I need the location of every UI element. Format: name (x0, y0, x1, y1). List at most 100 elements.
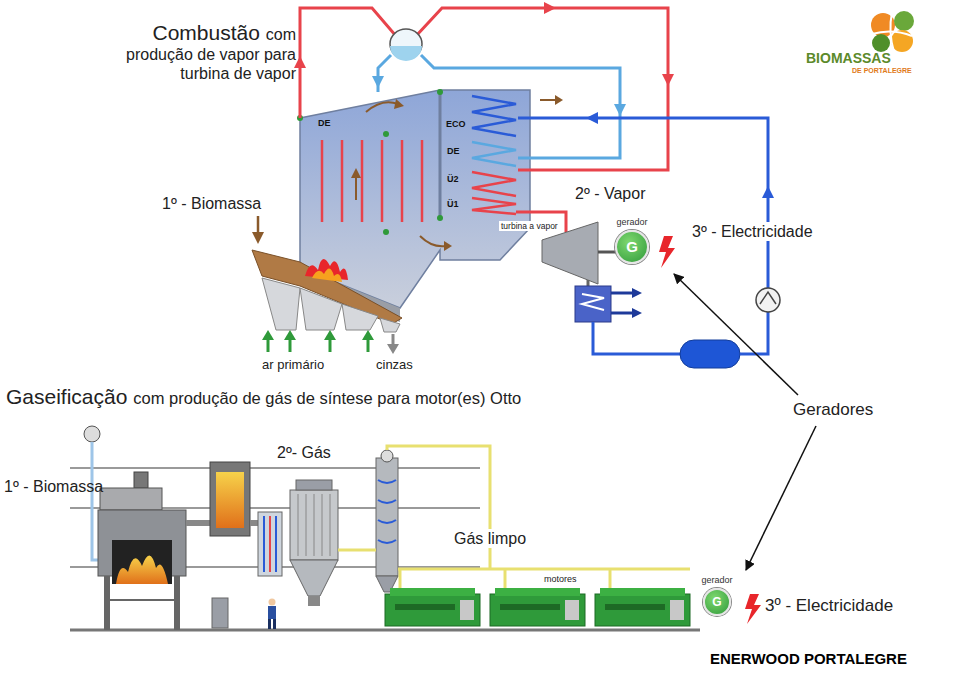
gasification-plant (84, 426, 100, 442)
logo-text: BIOMASSAS (806, 50, 891, 67)
turbine-cycle (587, 280, 590, 286)
grate (329, 338, 332, 352)
generator-circle: G (615, 230, 649, 264)
boiler (439, 90, 442, 218)
step-label: 2º- Gás (277, 443, 331, 462)
generator-circle: G (703, 588, 731, 616)
turbine-cycle (756, 288, 780, 312)
gasification-plant (134, 472, 148, 488)
gasification-plant (186, 520, 210, 526)
gasification-plant (298, 494, 330, 556)
turbine-cycle (611, 292, 634, 295)
step-label: 3º - Electricidade (765, 596, 893, 616)
part-label: DE (318, 118, 331, 129)
gasification-plant (306, 494, 307, 556)
gasification-plant (390, 588, 475, 596)
turbine-cycle (760, 292, 776, 304)
boiler (381, 140, 384, 222)
gasification-plant (104, 599, 180, 601)
boiler (444, 241, 452, 251)
grate (268, 338, 368, 352)
part-label: cinzas (376, 357, 413, 373)
step-label: 3º - Electricidade (690, 222, 815, 241)
gasification-plant (104, 576, 110, 630)
boiler (472, 198, 516, 214)
turbine-cycle (632, 288, 642, 298)
leader-arrow (674, 274, 798, 395)
logo (890, 12, 894, 52)
boiler (394, 99, 404, 109)
boiler (540, 99, 556, 101)
steam-drum (390, 46, 422, 61)
boiler (472, 142, 516, 166)
part-label: ECO (446, 119, 466, 130)
grate (252, 216, 402, 354)
logo (872, 34, 890, 52)
gasification-plant (273, 619, 276, 629)
boiler (297, 89, 563, 308)
grate (252, 232, 264, 244)
gasification-plant (322, 494, 323, 556)
gasification-plant (258, 512, 282, 576)
grate (300, 288, 342, 330)
generator-label: gerador (701, 575, 732, 586)
boiler (322, 140, 422, 222)
turbine-cycle (659, 236, 675, 268)
turbine-cycle (632, 308, 642, 318)
boiler (383, 229, 389, 235)
boiler (437, 89, 443, 95)
gasification-plant (378, 480, 396, 543)
gasification-plant (296, 480, 332, 490)
gasification-plant (275, 516, 277, 572)
boiler (555, 95, 563, 105)
turbine-cycle (680, 340, 740, 368)
turbine-cycle (611, 312, 634, 315)
gasification-plant (495, 588, 580, 596)
grate (324, 330, 336, 340)
heading-text: Gaseificação (6, 384, 127, 409)
gasification-plant (745, 594, 761, 624)
turbine-cycle (542, 222, 780, 368)
boiler (420, 236, 446, 246)
gasification-plant (216, 472, 244, 528)
gasification-plant (263, 516, 265, 572)
gasification-plant (600, 588, 685, 596)
gasification-plant (70, 426, 761, 630)
generator-letter: G (712, 595, 721, 609)
flow-arrowheads (372, 76, 384, 88)
boiler (341, 140, 344, 222)
logo (894, 11, 914, 31)
gasification-plant (385, 594, 480, 626)
gasification-plant (100, 488, 162, 510)
grate (362, 330, 374, 340)
gasification-plant (565, 600, 579, 620)
step-label: 2º - Vapor (575, 184, 645, 203)
footer-label: ENERWOOD PORTALEGRE (710, 650, 907, 668)
gasification-plant (308, 596, 320, 606)
boiler (351, 168, 361, 178)
leader-arrow (674, 274, 816, 570)
boiler (361, 140, 364, 222)
turbine-cycle (582, 294, 604, 310)
gasification-plant (381, 450, 393, 462)
boiler (300, 90, 530, 308)
gasification-plant (460, 600, 474, 620)
flow-label: Gás limpo (452, 529, 528, 548)
grate (342, 304, 378, 330)
steam-pipes (378, 55, 391, 92)
gasification-plant (595, 594, 690, 626)
part-label: Ü1 (447, 199, 459, 210)
flow-arrowheads (762, 186, 774, 198)
grate (289, 338, 292, 352)
grate (387, 344, 399, 354)
gasification-plant (376, 458, 398, 576)
grate (267, 338, 270, 352)
turbine-cycle (542, 222, 598, 284)
grate (284, 330, 296, 340)
gasification-plant (174, 576, 180, 630)
logo-text: DE PORTALEGRE (852, 67, 912, 75)
boiler (472, 96, 516, 136)
turbine-cycle (575, 286, 611, 322)
gasification-plant (268, 606, 276, 619)
